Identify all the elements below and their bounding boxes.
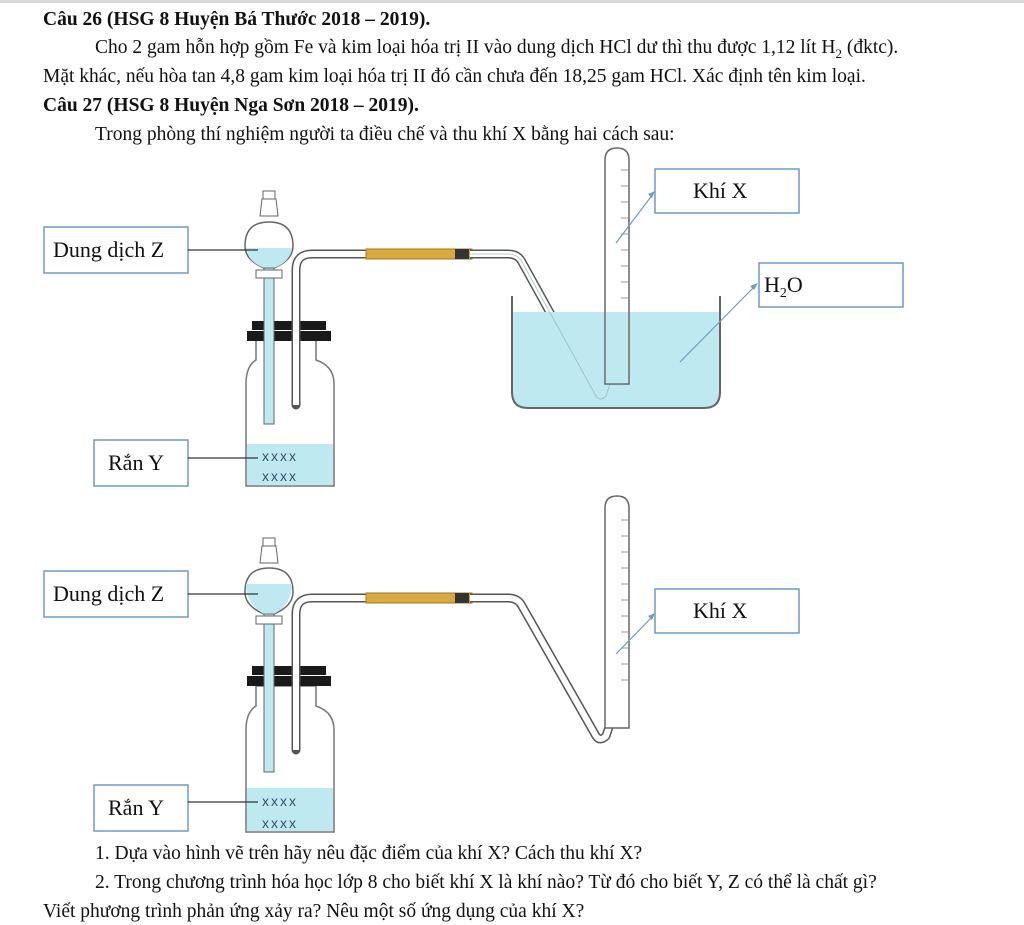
flask-2: xxxx xxxx (245, 666, 335, 833)
label-solid-y-2: Rắn Y (93, 784, 258, 832)
q26-title: Câu 26 (HSG 8 Huyện Bá Thước 2018 – 2019… (43, 9, 431, 30)
q26-line1: Cho 2 gam hỗn hợp gồm Fe và kim loại hóa… (95, 37, 899, 61)
label-water-1: H2O (679, 262, 904, 363)
stopper-1 (252, 321, 326, 330)
svg-text:Rắn Y: Rắn Y (108, 450, 164, 475)
label-solid-y-1: Rắn Y (93, 439, 258, 487)
flask-1: xxxx xxxx (245, 321, 335, 487)
apparatus-1: xxxx xxxx (43, 147, 904, 487)
q27-question-2-cont: Viết phương trình phản ứng xảy ra? Nêu m… (43, 901, 585, 922)
gas-tube-2 (604, 495, 630, 729)
solid-y-layer-1 (247, 444, 333, 485)
dropping-funnel-2 (244, 537, 294, 773)
water-trough (470, 253, 721, 409)
svg-text:H2O: H2O (764, 272, 803, 301)
stopcock-2 (255, 615, 283, 625)
q27-question-2: 2. Trong chương trình hóa học lớp 8 cho … (95, 872, 877, 893)
solid-y-layer-2 (247, 788, 333, 831)
q27-intro: Trong phòng thí nghiệm người ta điều chế… (95, 124, 675, 145)
label-gas-x-2: Khí X (615, 588, 800, 655)
solid-marks-2a: xxxx (262, 793, 298, 809)
q26-line2: Mặt khác, nếu hòa tan 4,8 gam kim loại h… (43, 66, 866, 87)
top-edge (0, 0, 1024, 3)
svg-text:Dung dịch Z: Dung dịch Z (53, 581, 164, 606)
dropping-funnel-1 (244, 190, 294, 425)
gas-tube-1 (604, 147, 630, 385)
svg-text:Dung dịch Z: Dung dịch Z (53, 237, 164, 262)
stopcock-1 (255, 269, 283, 279)
label-solution-z-1: Dung dịch Z (43, 226, 258, 274)
stopper-2 (252, 666, 326, 675)
apparatus-2: xxxx xxxx (43, 495, 800, 833)
q27-title: Câu 27 (HSG 8 Huyện Nga Sơn 2018 – 2019)… (43, 95, 419, 116)
delivery-tube-2 (291, 592, 623, 755)
svg-text:Khí X: Khí X (693, 178, 748, 203)
svg-text:Rắn Y: Rắn Y (108, 795, 164, 820)
q27-question-1: 1. Dựa vào hình vẽ trên hãy nêu đặc điểm… (95, 843, 643, 864)
svg-text:Khí X: Khí X (693, 598, 748, 623)
label-gas-x-1: Khí X (615, 168, 800, 244)
label-solution-z-2: Dung dịch Z (43, 570, 258, 618)
solid-marks-1a: xxxx (262, 448, 298, 464)
solid-marks-1b: xxxx (262, 468, 298, 484)
solid-marks-2b: xxxx (262, 815, 298, 831)
